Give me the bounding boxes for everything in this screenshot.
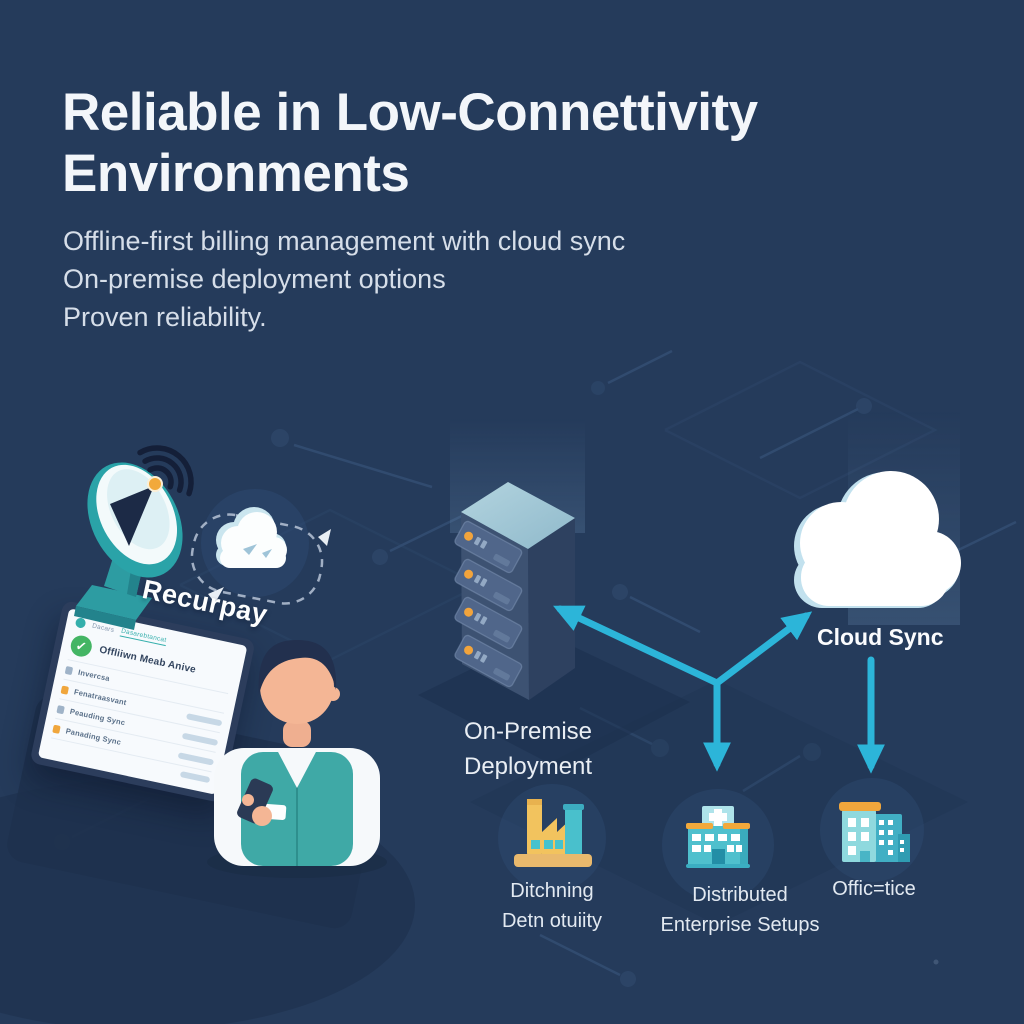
subtitle-line: Offline-first billing management with cl…: [63, 226, 626, 256]
arrow-to-server: [553, 605, 721, 687]
worker-avatar: [207, 640, 387, 878]
page-title: Reliable in Low-Connettivity Environment…: [62, 82, 758, 204]
server-label-line2: Deployment: [464, 753, 593, 780]
endpoint-label-hospital: Distributed Enterprise Setups: [660, 884, 820, 936]
subtitle-line: Proven reliability.: [63, 302, 267, 332]
office-building-icon: [839, 802, 910, 862]
arrow-to-cloud: [713, 611, 813, 687]
endpoint-label-office: Offic=tice: [832, 878, 916, 900]
subtitle-line: On-premise deployment options: [63, 264, 446, 294]
factory-icon: [514, 799, 592, 867]
subtitle: Offline-first billing management with cl…: [63, 222, 625, 336]
wifi-signal-icon: [137, 445, 194, 497]
server-label-line1: On-Premise: [464, 718, 593, 745]
satellite-dish-icon: [74, 445, 194, 630]
phone-icon: [237, 778, 273, 824]
connector-arrows: [553, 605, 885, 774]
cloud-label: Cloud Sync: [817, 624, 944, 650]
title-line2: Environments: [62, 144, 410, 203]
sync-cloud-icon: [190, 489, 331, 605]
hospital-icon: [686, 806, 750, 868]
server-label: On-Premise Deployment: [464, 714, 592, 784]
cloud-icon: [794, 471, 961, 608]
endpoint-label-factory: Ditchning Detn otuiity: [501, 880, 603, 932]
server-icon: [454, 482, 575, 700]
title-line1: Reliable in Low-Connettivity: [62, 83, 758, 142]
